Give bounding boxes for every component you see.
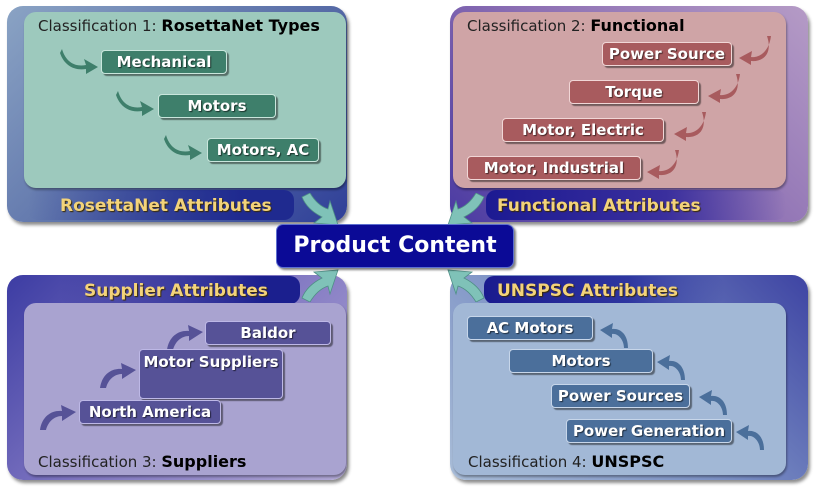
functional-classification-label: Classification 2: Functional: [467, 16, 685, 35]
connector-arrow-icon: [300, 266, 340, 306]
curved-arrow-icon: [655, 350, 691, 382]
suppliers-item-north-america: North America: [79, 400, 221, 424]
classification-prefix: Classification 2:: [467, 17, 591, 35]
curved-arrow-icon: [645, 148, 681, 180]
functional-item-motor-electric: Motor, Electric: [502, 118, 664, 142]
curved-arrow-icon: [116, 87, 156, 117]
unspsc-item-power-sources: Power Sources: [551, 384, 690, 408]
suppliers-item-baldor: Baldor: [205, 321, 331, 345]
curved-arrow-icon: [60, 45, 100, 75]
rosettanet-item-mechanical: Mechanical: [101, 50, 227, 74]
suppliers-classification-label: Classification 3: Suppliers: [38, 452, 246, 471]
curved-arrow-icon: [734, 420, 770, 452]
suppliers-item-motor-suppliers: Motor Suppliers: [139, 349, 283, 399]
functional-attributes-tab: [486, 190, 786, 220]
classification-prefix: Classification 3:: [38, 453, 162, 471]
unspsc-attributes-label: UNSPSC Attributes: [497, 281, 679, 301]
classification-name: RosettaNet Types: [161, 16, 320, 35]
curved-arrow-icon: [737, 34, 773, 66]
rosettanet-attributes-label: RosettaNet Attributes: [60, 196, 272, 216]
unspsc-attributes-tab: [484, 276, 724, 304]
curved-arrow-icon: [98, 360, 138, 390]
classification-prefix: Classification 4:: [468, 453, 592, 471]
curved-arrow-icon: [672, 110, 708, 142]
unspsc-item-ac-motors: AC Motors: [467, 316, 593, 340]
curved-arrow-icon: [697, 385, 733, 417]
classification-name: UNSPSC: [591, 452, 665, 471]
curved-arrow-icon: [598, 318, 634, 350]
curved-arrow-icon: [164, 131, 204, 161]
rosettanet-item-motors: Motors: [158, 94, 276, 118]
functional-item-motor-industrial: Motor, Industrial: [467, 156, 641, 180]
classification-prefix: Classification 1:: [38, 17, 162, 35]
connector-arrow-icon: [300, 192, 340, 233]
supplier-attributes-label: Supplier Attributes: [84, 281, 268, 301]
unspsc-classification-label: Classification 4: UNSPSC: [468, 452, 664, 471]
connector-arrow-icon: [446, 266, 486, 306]
curved-arrow-icon: [165, 322, 205, 352]
unspsc-item-power-generation: Power Generation: [566, 419, 732, 443]
functional-item-torque: Torque: [569, 80, 699, 104]
rosettanet-item-motors-ac: Motors, AC: [207, 138, 319, 162]
supplier-attributes-tab: [60, 276, 300, 304]
classification-name: Suppliers: [161, 452, 247, 471]
classification-name: Functional: [590, 16, 685, 35]
curved-arrow-icon: [38, 402, 78, 432]
unspsc-item-motors: Motors: [509, 349, 653, 373]
connector-arrow-icon: [446, 192, 486, 233]
functional-attributes-label: Functional Attributes: [497, 196, 701, 216]
rosettanet-attributes-tab: [28, 190, 294, 220]
curved-arrow-icon: [706, 72, 742, 104]
rosettanet-classification-label: Classification 1: RosettaNet Types: [38, 16, 320, 35]
functional-item-power-source: Power Source: [602, 42, 732, 66]
product-content-box: Product Content: [276, 224, 514, 268]
